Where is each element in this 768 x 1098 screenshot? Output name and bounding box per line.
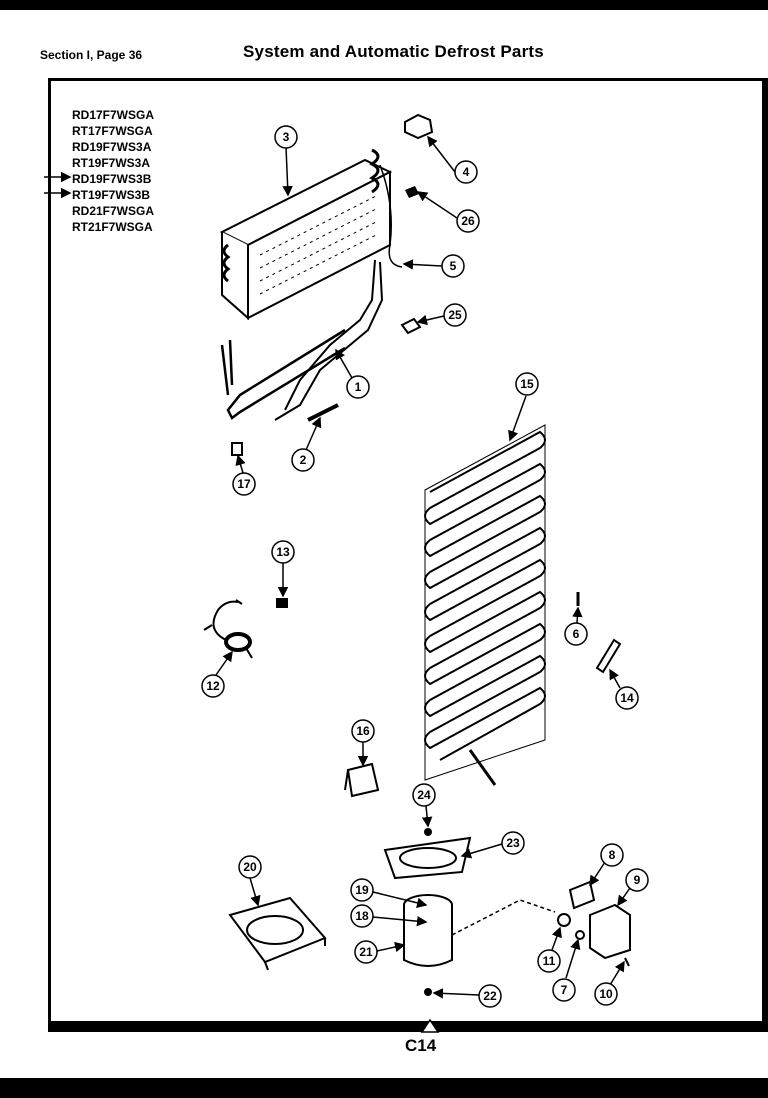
svg-text:14: 14 xyxy=(620,691,634,705)
callout-15: 15 xyxy=(508,372,539,442)
svg-text:17: 17 xyxy=(237,477,251,491)
callout-20: 20 xyxy=(238,855,262,907)
clip-part xyxy=(405,186,419,198)
svg-text:26: 26 xyxy=(461,214,475,228)
svg-text:4: 4 xyxy=(463,165,470,179)
callout-10: 10 xyxy=(594,960,625,1006)
callout-3: 3 xyxy=(274,125,298,197)
callout-12: 12 xyxy=(201,650,233,698)
callout-14: 14 xyxy=(609,668,639,710)
callout-4: 4 xyxy=(427,135,478,184)
svg-text:19: 19 xyxy=(355,883,369,897)
svg-text:18: 18 xyxy=(355,909,369,923)
callout-23: 23 xyxy=(460,831,525,859)
defrost-heater xyxy=(220,328,346,420)
model-item: RT17F7WSGA xyxy=(72,124,153,138)
callout-26: 26 xyxy=(416,191,480,233)
svg-text:8: 8 xyxy=(609,848,616,862)
callout-2: 2 xyxy=(291,416,322,472)
svg-text:10: 10 xyxy=(599,987,613,1001)
frame-right-edge xyxy=(762,78,768,1024)
svg-text:6: 6 xyxy=(573,627,580,641)
svg-text:7: 7 xyxy=(561,983,568,997)
callout-19: 19 xyxy=(350,878,428,908)
bracket-part xyxy=(404,113,434,140)
drain-pan xyxy=(383,836,472,880)
connector-part xyxy=(400,317,422,335)
overload-part xyxy=(557,913,571,927)
page-title: System and Automatic Defrost Parts xyxy=(243,42,544,61)
bracket-part xyxy=(344,762,380,798)
grommet-part xyxy=(424,988,432,996)
model-item: RD19F7WS3B xyxy=(72,172,152,186)
callout-24: 24 xyxy=(412,783,436,828)
compressor xyxy=(403,894,556,967)
thermostat-part xyxy=(307,403,339,422)
svg-text:13: 13 xyxy=(276,545,290,559)
callout-11: 11 xyxy=(537,926,562,973)
svg-text:9: 9 xyxy=(634,873,641,887)
connector-part xyxy=(575,930,585,940)
callout-5: 5 xyxy=(402,254,465,278)
callout-16: 16 xyxy=(351,719,375,767)
callout-8: 8 xyxy=(589,843,624,887)
timer-part xyxy=(589,903,631,960)
clip-part xyxy=(276,598,288,608)
model-item: RT19F7WS3A xyxy=(72,156,151,170)
svg-text:1: 1 xyxy=(355,380,362,394)
callout-13: 13 xyxy=(271,540,295,598)
evaporator-coil xyxy=(219,148,393,421)
svg-text:22: 22 xyxy=(483,989,497,1003)
svg-text:21: 21 xyxy=(359,945,373,959)
model-item: RT21F7WSGA xyxy=(72,220,153,234)
footer-marker xyxy=(420,1018,440,1033)
wire-harness xyxy=(379,164,403,268)
callout-17: 17 xyxy=(232,454,256,496)
heater-part xyxy=(595,638,622,674)
svg-text:20: 20 xyxy=(243,860,257,874)
svg-text:11: 11 xyxy=(543,954,556,968)
svg-text:3: 3 xyxy=(283,130,290,144)
svg-text:16: 16 xyxy=(356,724,370,738)
callout-9: 9 xyxy=(617,868,649,907)
screw-part xyxy=(624,957,630,967)
top-border xyxy=(0,0,768,10)
compressor-base-plate xyxy=(228,896,327,971)
svg-text:25: 25 xyxy=(448,308,462,322)
frame-bottom-edge xyxy=(48,1021,768,1032)
model-item: RD17F7WSGA xyxy=(72,108,155,122)
section-label: Section I, Page 36 xyxy=(40,48,143,62)
callout-7: 7 xyxy=(552,938,581,1002)
condenser-coil xyxy=(424,424,546,786)
model-item: RT19F7WS3B xyxy=(72,188,151,202)
model-item: RD21F7WSGA xyxy=(72,204,155,218)
callout-21: 21 xyxy=(354,940,406,964)
grommet-part xyxy=(424,828,432,836)
svg-text:12: 12 xyxy=(206,679,220,693)
relay-part xyxy=(568,880,596,910)
callout-22: 22 xyxy=(432,984,502,1008)
callout-18: 18 xyxy=(350,904,428,928)
model-arrows xyxy=(44,171,72,199)
bottom-border xyxy=(0,1078,768,1098)
svg-text:24: 24 xyxy=(417,788,431,802)
callout-1: 1 xyxy=(335,348,370,399)
clip-part xyxy=(231,442,243,456)
callouts: 3 4 26 5 25 1 2 17 15 13 12 6 14 16 24 2… xyxy=(201,125,649,1008)
svg-text:23: 23 xyxy=(506,836,520,850)
wire-loop-part xyxy=(203,599,253,659)
svg-text:5: 5 xyxy=(450,259,457,273)
svg-text:15: 15 xyxy=(520,377,534,391)
callout-6: 6 xyxy=(564,606,588,646)
svg-text:2: 2 xyxy=(300,453,307,467)
model-list: RD17F7WSGA RT17F7WSGA RD19F7WS3A RT19F7W… xyxy=(72,107,154,235)
callout-25: 25 xyxy=(416,303,467,327)
page-id: C14 xyxy=(405,1036,437,1055)
model-item: RD19F7WS3A xyxy=(72,140,152,154)
